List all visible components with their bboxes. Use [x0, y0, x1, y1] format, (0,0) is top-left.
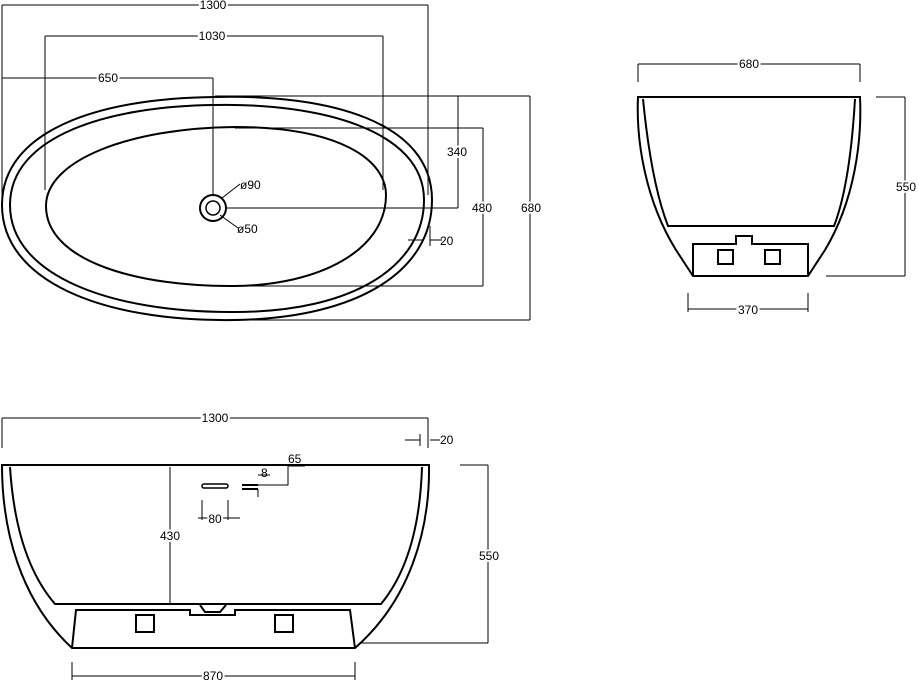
dim-side-550: 550 — [896, 180, 916, 194]
dim-top-340: 340 — [447, 145, 467, 159]
dim-top-650: 650 — [98, 71, 118, 85]
dim-top-480: 480 — [472, 201, 492, 215]
basin-outline — [44, 125, 388, 288]
overflow-slot — [201, 483, 229, 489]
dim-drain-90: ø90 — [240, 178, 261, 192]
front-drain — [199, 604, 227, 613]
dim-side-680: 680 — [739, 57, 759, 71]
side-foot-left — [717, 249, 734, 265]
dim-front-430: 430 — [160, 529, 180, 543]
front-body-outline — [0, 464, 431, 649]
front-inner-wall — [9, 466, 423, 605]
dim-front-20: 20 — [440, 433, 454, 447]
side-view: 680 550 370 — [636, 55, 918, 319]
front-foot-right — [274, 614, 294, 633]
dim-top-1300: 1300 — [200, 0, 227, 12]
drain-inner-circle — [205, 200, 221, 216]
dim-top-20: 20 — [440, 234, 454, 248]
dim-drain-50: ø50 — [237, 222, 258, 236]
top-view: 1300 1030 650 340 480 680 20 ø90 — [0, 0, 543, 322]
dim-front-1300: 1300 — [202, 411, 229, 425]
side-base-recess — [692, 235, 809, 276]
front-foot-left — [135, 614, 155, 633]
side-body-outline — [636, 96, 862, 277]
tub-outer-outline — [0, 95, 434, 322]
dim-front-65: 65 — [288, 452, 302, 466]
tub-rim-inner-outline — [8, 103, 426, 314]
dim-front-80: 80 — [208, 512, 222, 526]
side-inner-wall — [642, 98, 856, 227]
dim-front-870: 870 — [203, 669, 223, 682]
dim-top-680: 680 — [521, 201, 541, 215]
side-foot-right — [764, 249, 781, 265]
dim-top-1030: 1030 — [199, 29, 226, 43]
front-base-recess — [71, 609, 356, 649]
dim-front-8: 8 — [261, 466, 268, 480]
dim-side-370: 370 — [738, 303, 758, 317]
dim-front-550: 550 — [479, 549, 499, 563]
front-view: 1300 20 65 8 80 430 550 870 — [0, 409, 501, 682]
